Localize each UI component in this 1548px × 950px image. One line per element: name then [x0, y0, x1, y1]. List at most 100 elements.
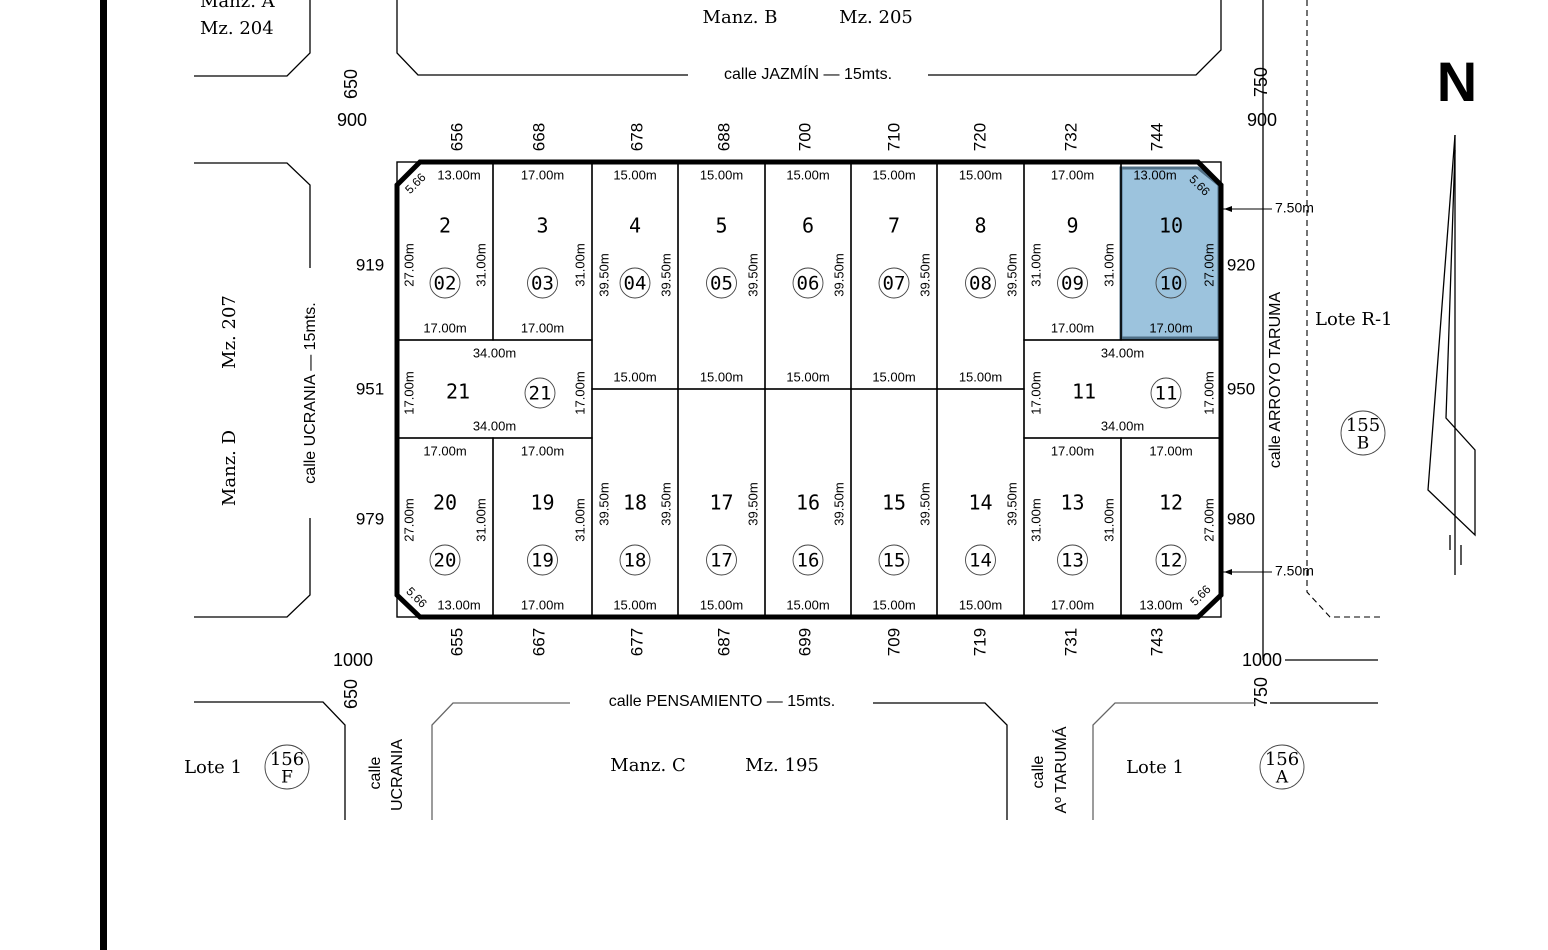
street-ucrania: calle UCRANIA — 15mts.: [302, 302, 319, 483]
lot-left-dimension: 39.50m: [596, 482, 611, 525]
lot-bottom-dimension: 15.00m: [700, 597, 743, 612]
lot-top-dimension: 15.00m: [872, 167, 915, 182]
lot-right-dimension: 31.00m: [1101, 498, 1116, 541]
lot-code-circle: [619, 544, 651, 576]
depth-number-left: 979: [356, 509, 384, 528]
lote-1-east-label: Lote 1: [1126, 757, 1184, 778]
lot-top-dimension: 34.00m: [473, 345, 516, 360]
parcel-letter: A: [1275, 768, 1289, 788]
block-b-outline: [928, 0, 1222, 76]
lot-left-dimension: 17.00m: [401, 371, 416, 414]
lot-right-dimension: 39.50m: [917, 482, 932, 525]
frontage-number-top: 678: [627, 123, 646, 151]
parcel-number: 156: [270, 749, 304, 770]
depth-number-right: 950: [1227, 379, 1255, 398]
lot-top-dimension: 17.00m: [423, 443, 466, 458]
lot-code: 04: [624, 273, 647, 295]
north-arrow-icon: [1427, 134, 1476, 537]
lot-left-dimension: 39.50m: [596, 253, 611, 296]
lot-code: 12: [1160, 550, 1183, 572]
lot-bottom-dimension: 34.00m: [1101, 418, 1144, 433]
lot-number: 4: [629, 214, 641, 238]
frontage-number-top: 700: [795, 123, 814, 151]
street-arroyo-taruma: calle ARROYO TARUMA: [1267, 292, 1284, 469]
lot-number: 2: [439, 214, 451, 238]
lot-bottom-dimension: 17.00m: [423, 320, 466, 335]
lot-code-circle: [965, 544, 996, 576]
frontage-number-top: 732: [1061, 123, 1080, 151]
lot-number: 12: [1159, 491, 1183, 515]
lot-code-circle: [706, 544, 737, 576]
lot-bottom-dimension: 15.00m: [872, 597, 915, 612]
frontage-number-top: 744: [1147, 123, 1166, 151]
lot-right-dimension: 39.50m: [831, 253, 846, 296]
lot-bottom-dimension: 15.00m: [959, 597, 1002, 612]
street-taruma-south: Aº TARUMÁ: [1051, 726, 1070, 813]
lot-code-circle: [792, 544, 824, 576]
depth-number-right: 980: [1227, 509, 1255, 528]
lot-code: 16: [797, 550, 820, 572]
lot-left-dimension: 31.00m: [1028, 243, 1043, 286]
block-d-outline: [194, 162, 311, 268]
block-b-name: Manz. B: [703, 7, 778, 28]
lot-number: 16: [796, 491, 820, 515]
lot-number: 6: [802, 214, 814, 238]
block-a-name: Manz. A: [200, 0, 276, 12]
frontage-number-bottom: 731: [1061, 628, 1080, 656]
lot-top-dimension: 17.00m: [521, 443, 564, 458]
frontage-number-top: 656: [447, 123, 466, 151]
lot-code-circle: [527, 544, 558, 576]
lot-bottom-dimension: 13.00m: [437, 597, 480, 612]
lot-code: 21: [529, 383, 552, 405]
lot-bottom-dimension: 17.00m: [521, 320, 564, 335]
frontage-number-bottom: 655: [447, 628, 466, 656]
lot-code-circle: [706, 267, 737, 299]
block-c-outline: [431, 702, 570, 820]
lot-code: 20: [434, 550, 457, 572]
street-taruma-south: calle: [1030, 755, 1047, 788]
lot-right-dimension: 31.00m: [572, 243, 587, 286]
lot-code-circle: [1057, 267, 1088, 299]
lot-top-dimension: 15.00m: [700, 167, 743, 182]
corner-coordinate: 1000: [333, 650, 373, 670]
lot-top-dimension: 17.00m: [1149, 443, 1192, 458]
corner-coordinate: 1000: [1242, 650, 1282, 670]
lot-bottom-dimension: 15.00m: [613, 369, 656, 384]
lot-code: 18: [624, 550, 647, 572]
frontage-number-bottom: 667: [529, 628, 548, 656]
lot-number: 20: [433, 491, 457, 515]
lot-number: 19: [530, 491, 554, 515]
lot-code-circle: [524, 377, 556, 409]
lot-top-dimension: 15.00m: [959, 167, 1002, 182]
lot-code: 07: [883, 273, 906, 295]
corner-coordinate: 650: [341, 69, 361, 99]
lot-bottom-dimension: 17.00m: [1051, 597, 1094, 612]
lot-code-circle: [1155, 267, 1187, 299]
corner-coordinate: 900: [337, 110, 367, 130]
lot-code-circle: [429, 267, 461, 299]
corner-coordinate: 900: [1247, 110, 1277, 130]
lot-code: 06: [797, 273, 820, 295]
lot-number: 11: [1072, 380, 1096, 404]
street-jazmin: calle JAZMÍN — 15mts.: [724, 64, 892, 83]
lot-top-dimension: 34.00m: [1101, 345, 1144, 360]
block-d-outline: [194, 518, 311, 618]
lot-code-circle: [429, 544, 461, 576]
parcel-number: 156: [1265, 749, 1299, 770]
lot-code: 13: [1061, 550, 1084, 572]
lot-top-dimension: 15.00m: [786, 167, 829, 182]
north-label: N: [1437, 50, 1477, 113]
lot-code: 10: [1160, 273, 1183, 295]
corner-coordinate: 750: [1251, 677, 1271, 707]
block-a-outline: [194, 0, 311, 77]
lot-bottom-dimension: 15.00m: [786, 369, 829, 384]
lot-right-dimension: 39.50m: [745, 482, 760, 525]
lot-code: 17: [710, 550, 733, 572]
depth-number-left: 951: [356, 379, 384, 398]
street-ucrania-south: UCRANIA: [389, 739, 406, 811]
lot-code-circle: [1155, 544, 1187, 576]
block-156f-outline: [194, 701, 346, 820]
lot-top-dimension: 17.00m: [1051, 443, 1094, 458]
lot-number: 21: [446, 380, 470, 404]
lot-number: 9: [1066, 214, 1078, 238]
